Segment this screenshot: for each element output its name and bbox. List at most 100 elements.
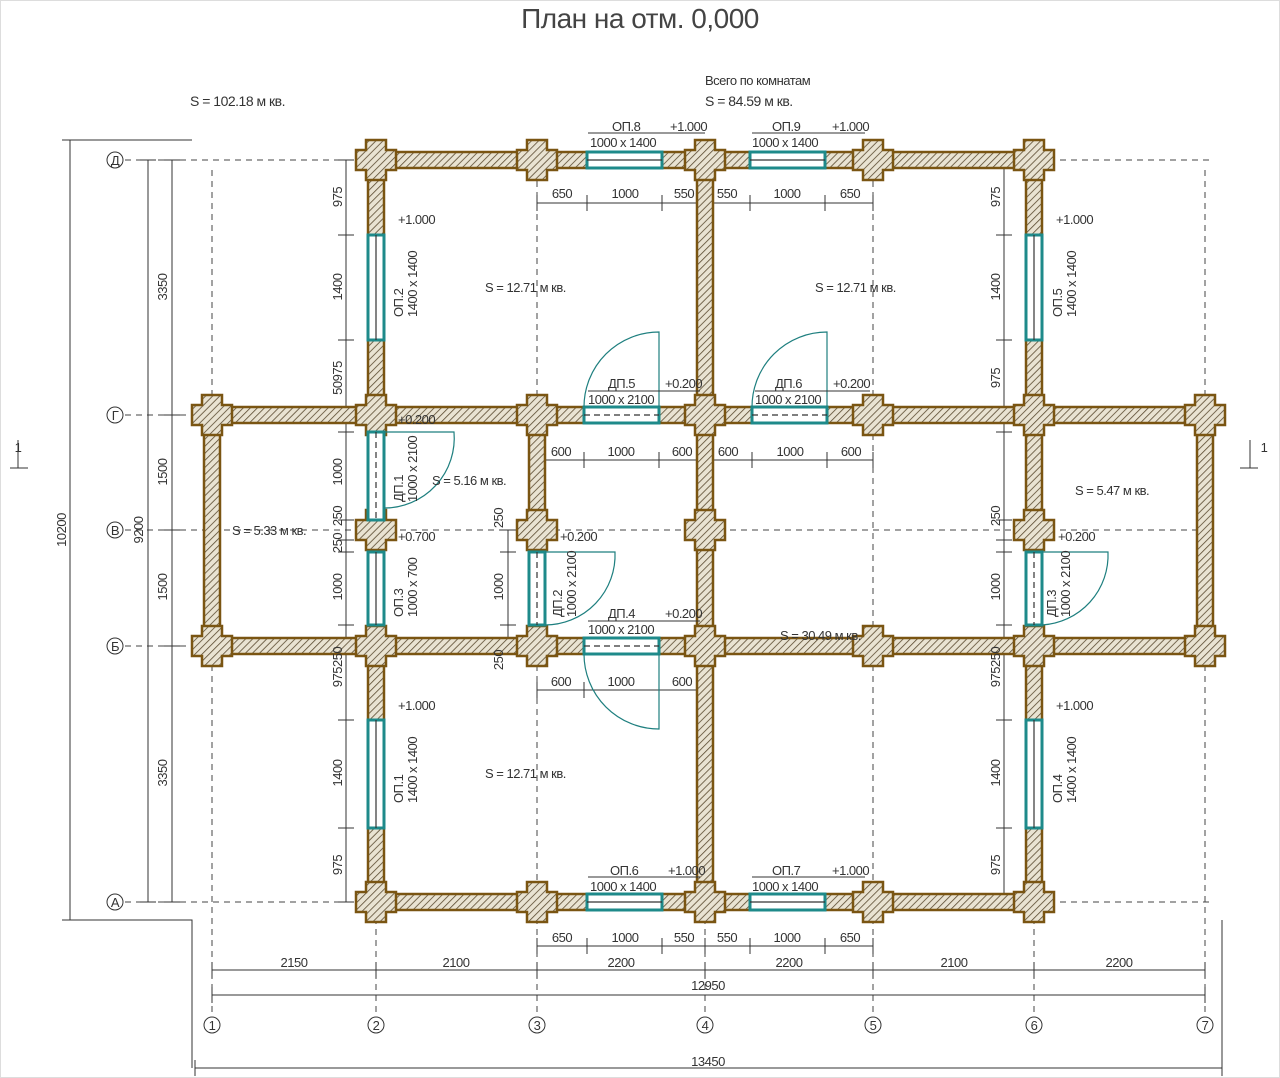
- svg-text:600: 600: [672, 674, 692, 689]
- dim-inner-total: 12950: [691, 978, 725, 993]
- svg-text:ОП.4: ОП.4: [1050, 774, 1065, 803]
- label-op9: ОП.9 +1.000 1000 x 1400: [752, 119, 870, 150]
- door-swing-dp6: [751, 331, 828, 408]
- section-mark-left: 1: [10, 440, 28, 469]
- svg-text:975250: 975250: [988, 647, 1003, 688]
- svg-text:1400 x 1400: 1400 x 1400: [1064, 251, 1079, 317]
- svg-text:1000: 1000: [491, 573, 506, 600]
- rooms-total-caption: Всего по комнатам: [705, 73, 811, 88]
- svg-text:650: 650: [840, 186, 860, 201]
- svg-text:1: 1: [209, 1018, 216, 1033]
- label-dp2-level: +0.200: [560, 529, 597, 544]
- log-corner-post: [515, 880, 559, 924]
- svg-text:+0.200: +0.200: [833, 376, 870, 391]
- openings: [366, 132, 1109, 912]
- svg-text:1000: 1000: [330, 458, 345, 485]
- svg-text:1000 x 700: 1000 x 700: [405, 557, 420, 617]
- svg-text:+1.000: +1.000: [832, 119, 869, 134]
- svg-text:250: 250: [330, 506, 345, 526]
- svg-text:ДП.1: ДП.1: [391, 475, 406, 502]
- log-corner-post: [515, 138, 559, 182]
- svg-text:+1.000: +1.000: [668, 863, 705, 878]
- door-swing-dp2: [544, 551, 616, 626]
- svg-text:В: В: [111, 523, 119, 538]
- label-op3-level: +0.700: [398, 529, 435, 544]
- label-dp3-level: +0.200: [1058, 529, 1095, 544]
- svg-text:1500: 1500: [155, 573, 170, 600]
- svg-text:1000 x 1400: 1000 x 1400: [590, 879, 656, 894]
- log-corner-post: [1012, 508, 1056, 552]
- svg-text:ДП.3: ДП.3: [1044, 590, 1059, 617]
- dim-left-inner-total: 9200: [131, 516, 146, 543]
- svg-text:ОП.8: ОП.8: [612, 119, 641, 134]
- svg-text:550: 550: [674, 930, 694, 945]
- svg-text:1400: 1400: [988, 759, 1003, 786]
- axis-gridlines: [125, 159, 1210, 1016]
- svg-text:1000 x 1400: 1000 x 1400: [752, 135, 818, 150]
- svg-text:1400: 1400: [988, 273, 1003, 300]
- rooms-total-area: S = 84.59 м кв.: [705, 93, 793, 109]
- extension-line: [70, 139, 1223, 1068]
- svg-text:1000 x 2100: 1000 x 2100: [405, 436, 420, 502]
- log-corner-post: [851, 624, 895, 668]
- svg-text:ОП.5: ОП.5: [1050, 288, 1065, 317]
- svg-text:975: 975: [330, 855, 345, 875]
- svg-text:1400 x 1400: 1400 x 1400: [405, 251, 420, 317]
- section-mark-right: 1: [1240, 440, 1268, 469]
- svg-text:1000: 1000: [988, 573, 1003, 600]
- log-corner-post: [515, 393, 559, 437]
- svg-text:2: 2: [373, 1018, 380, 1033]
- svg-text:1000 x 2100: 1000 x 2100: [1058, 551, 1073, 617]
- svg-text:250: 250: [330, 533, 345, 553]
- svg-text:550: 550: [717, 186, 737, 201]
- svg-text:1: 1: [15, 440, 22, 455]
- room-area-right-wing: S = 5.47 м кв.: [1075, 483, 1149, 498]
- log-corner-post: [1012, 138, 1056, 182]
- room-area-hall: S = 30.49 м кв.: [780, 628, 861, 643]
- dimension-lines: [62, 139, 1223, 1076]
- svg-text:Д: Д: [111, 153, 120, 168]
- log-corner-post: [683, 624, 727, 668]
- door-swing-dp1: [383, 431, 455, 509]
- svg-text:250: 250: [491, 508, 506, 528]
- log-corner-post: [1012, 624, 1056, 668]
- log-corner-post: [354, 138, 398, 182]
- dims-left-wall: 975 1400 50975 1000 250 250 1000 975250 …: [330, 187, 345, 875]
- log-wall: [1195, 405, 1215, 656]
- door-swing-dp3: [1041, 551, 1109, 626]
- dims-left-axes: 3350 1500 1500 3350: [155, 273, 170, 786]
- room-area-left-wing: S = 5.33 м кв.: [232, 523, 306, 538]
- log-corner-post: [354, 880, 398, 924]
- svg-text:600: 600: [841, 444, 861, 459]
- svg-text:975250: 975250: [330, 647, 345, 688]
- svg-text:600: 600: [672, 444, 692, 459]
- svg-text:1000: 1000: [774, 186, 801, 201]
- svg-text:1000: 1000: [612, 186, 639, 201]
- svg-text:А: А: [111, 895, 120, 910]
- svg-text:3350: 3350: [155, 273, 170, 300]
- log-corner-post: [354, 508, 398, 552]
- svg-text:1000: 1000: [774, 930, 801, 945]
- svg-text:600: 600: [551, 444, 571, 459]
- svg-text:1000 x 1400: 1000 x 1400: [752, 879, 818, 894]
- svg-text:ОП.9: ОП.9: [772, 119, 801, 134]
- svg-text:1000 x 2100: 1000 x 2100: [755, 392, 821, 407]
- svg-text:3: 3: [534, 1018, 541, 1033]
- walls: [190, 138, 1227, 924]
- svg-text:ДП.5: ДП.5: [608, 376, 635, 391]
- svg-text:2200: 2200: [608, 955, 635, 970]
